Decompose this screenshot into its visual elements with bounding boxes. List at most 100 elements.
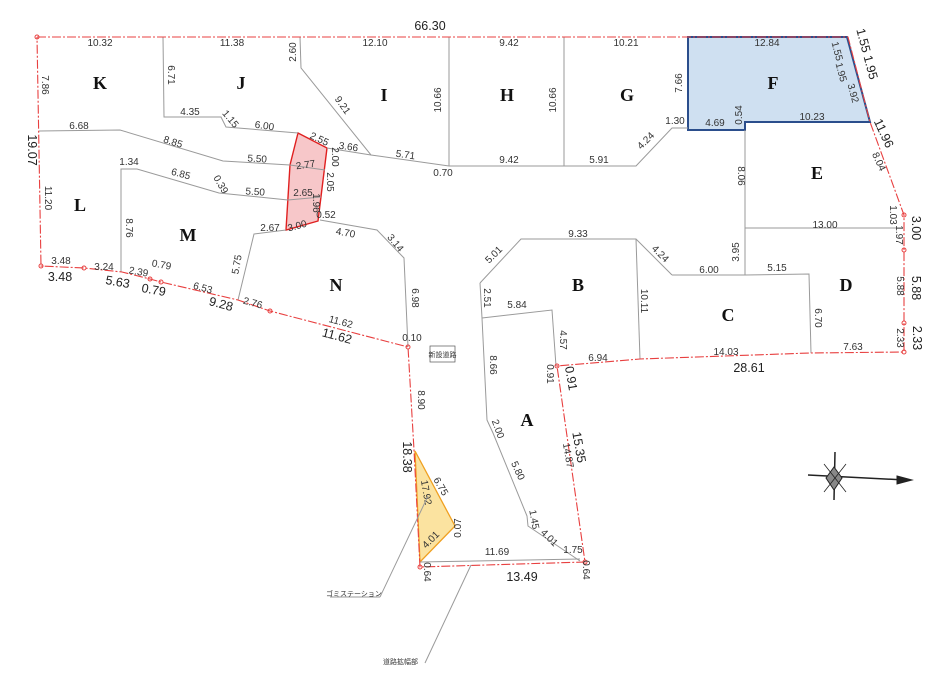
dimension-label: 0.10 xyxy=(402,333,422,344)
dimension-label: 1.75 xyxy=(563,545,583,556)
dimension-label: 12.10 xyxy=(362,38,387,49)
dimension-label: 2.76 xyxy=(242,296,264,312)
dimension-label: 5.71 xyxy=(395,149,416,163)
dimension-label: 3.92 xyxy=(845,83,861,105)
dimension-label: 8.85 xyxy=(162,134,184,151)
lot-label-b[interactable]: B xyxy=(572,275,584,295)
dimension-label: 0.52 xyxy=(316,210,336,221)
lot-label-e[interactable]: E xyxy=(811,163,823,183)
dimension-label: 2.33 xyxy=(910,326,924,350)
dimension-label: 0.64 xyxy=(421,562,432,582)
lot-label-i[interactable]: I xyxy=(380,85,387,105)
dimension-label: 8.04 xyxy=(869,151,887,174)
lot-lines xyxy=(38,36,903,563)
dimension-label: 7.66 xyxy=(674,73,685,93)
dimension-label: 2.51 xyxy=(481,288,492,308)
dimension-label: 66.30 xyxy=(414,19,445,33)
dimension-label: 4.70 xyxy=(335,226,357,240)
dimension-label: 6.68 xyxy=(69,121,89,132)
dimension-label: 18.38 xyxy=(400,441,414,472)
dimension-label: 3.14 xyxy=(384,232,405,254)
dimension-label: 9.21 xyxy=(332,94,352,117)
dimension-label: 4.24 xyxy=(635,130,657,152)
dimension-label: 14.03 xyxy=(713,347,738,358)
red-highlight-parcel[interactable] xyxy=(285,131,328,231)
dimension-label: 5.50 xyxy=(245,186,266,198)
dimension-label: 10.23 xyxy=(799,112,824,123)
lot-label-m[interactable]: M xyxy=(180,225,197,245)
dimension-label: 5.88 xyxy=(894,276,905,296)
dimension-label: 10.66 xyxy=(548,87,559,112)
dimension-label: 2.33 xyxy=(894,328,905,348)
dimension-label: 11.38 xyxy=(220,38,245,49)
dimension-label: 0.07 xyxy=(453,518,464,538)
lot-label-a[interactable]: A xyxy=(521,410,534,430)
dimension-label: 6.00 xyxy=(699,265,719,276)
dimension-label: 1.95 xyxy=(833,62,849,84)
dimension-label: 10.21 xyxy=(613,38,638,49)
lot-label-d[interactable]: D xyxy=(840,275,853,295)
dimension-label: 8.90 xyxy=(415,390,426,410)
dimension-label: 0.54 xyxy=(734,105,745,125)
dimension-label: 6.53 xyxy=(192,281,214,297)
dimension-label: 0.39 xyxy=(211,174,230,197)
dimension-label: 5.75 xyxy=(230,254,244,276)
site-boundary xyxy=(34,34,907,570)
dimension-label: 3.48 xyxy=(51,256,71,267)
dimension-label: 8.66 xyxy=(487,355,498,375)
dimension-label: 8.06 xyxy=(735,166,746,186)
dimension-label: 0.79 xyxy=(140,281,166,299)
dimension-label: 17.92 xyxy=(418,479,433,506)
dimension-label: 1.30 xyxy=(665,116,685,127)
dimension-label: 0.70 xyxy=(433,168,453,179)
dimension-label: 4.69 xyxy=(705,118,725,129)
dimension-label: 5.88 xyxy=(909,276,923,300)
lot-label-f[interactable]: F xyxy=(768,73,779,93)
lot-label-c[interactable]: C xyxy=(722,305,735,325)
dimension-label: 1.03 xyxy=(887,205,898,225)
dimension-label: 1.55 xyxy=(829,41,845,63)
dimension-label: 5.84 xyxy=(507,300,527,311)
lot-label-k[interactable]: K xyxy=(93,73,107,93)
dimension-label: 6.98 xyxy=(409,288,420,308)
garbage-station-parcel[interactable] xyxy=(414,450,456,564)
dimension-label: 14.87 xyxy=(560,442,575,469)
dimension-label: 5.91 xyxy=(589,155,609,166)
lot-label-l[interactable]: L xyxy=(74,195,86,215)
dimension-label: 1.45 xyxy=(526,509,540,531)
dimension-label: 3.00 xyxy=(909,216,923,240)
lot-label-g[interactable]: G xyxy=(620,85,634,105)
lot-label-h[interactable]: H xyxy=(500,85,514,105)
dimension-label: 5.63 xyxy=(104,273,130,291)
lot-label-j[interactable]: J xyxy=(237,73,246,93)
dimension-label: 1.97 xyxy=(893,225,904,245)
new-road-label: 新設道路 xyxy=(429,350,457,359)
dimension-label: 6.94 xyxy=(588,353,608,364)
dimension-label: 6.70 xyxy=(812,308,823,328)
dimension-label: 0.91 xyxy=(544,364,555,384)
dimension-label: 13.00 xyxy=(812,220,837,231)
dimension-label: 2.77 xyxy=(295,159,316,173)
dimension-label: 5.01 xyxy=(483,244,505,266)
lot-labels: K J I H G F E L M N B C D A xyxy=(74,73,853,430)
dimension-label: 9.42 xyxy=(499,155,519,166)
dimension-label: 2.39 xyxy=(128,265,150,279)
dimension-label: 28.61 xyxy=(733,361,764,375)
dimension-label: 4.57 xyxy=(557,330,568,350)
dimension-label: 10.11 xyxy=(638,289,649,314)
dimension-label: 0.91 xyxy=(562,365,580,391)
dimension-label: 2.05 xyxy=(324,172,335,192)
dimension-label: 4.01 xyxy=(538,527,560,549)
dimension-label: 3.66 xyxy=(338,141,359,155)
dimension-label: 2.60 xyxy=(288,42,299,62)
dimension-label: 4.24 xyxy=(649,243,671,265)
dimension-label: 1.96 xyxy=(310,193,321,213)
dimension-label: 2.67 xyxy=(260,223,280,234)
dimension-label: 11.20 xyxy=(42,186,53,211)
dimension-label: 3.48 xyxy=(48,270,72,284)
lot-label-n[interactable]: N xyxy=(330,275,343,295)
north-arrow-icon xyxy=(807,451,914,501)
dimension-label: 0.64 xyxy=(580,560,591,580)
dimension-label: 10.32 xyxy=(87,38,112,49)
